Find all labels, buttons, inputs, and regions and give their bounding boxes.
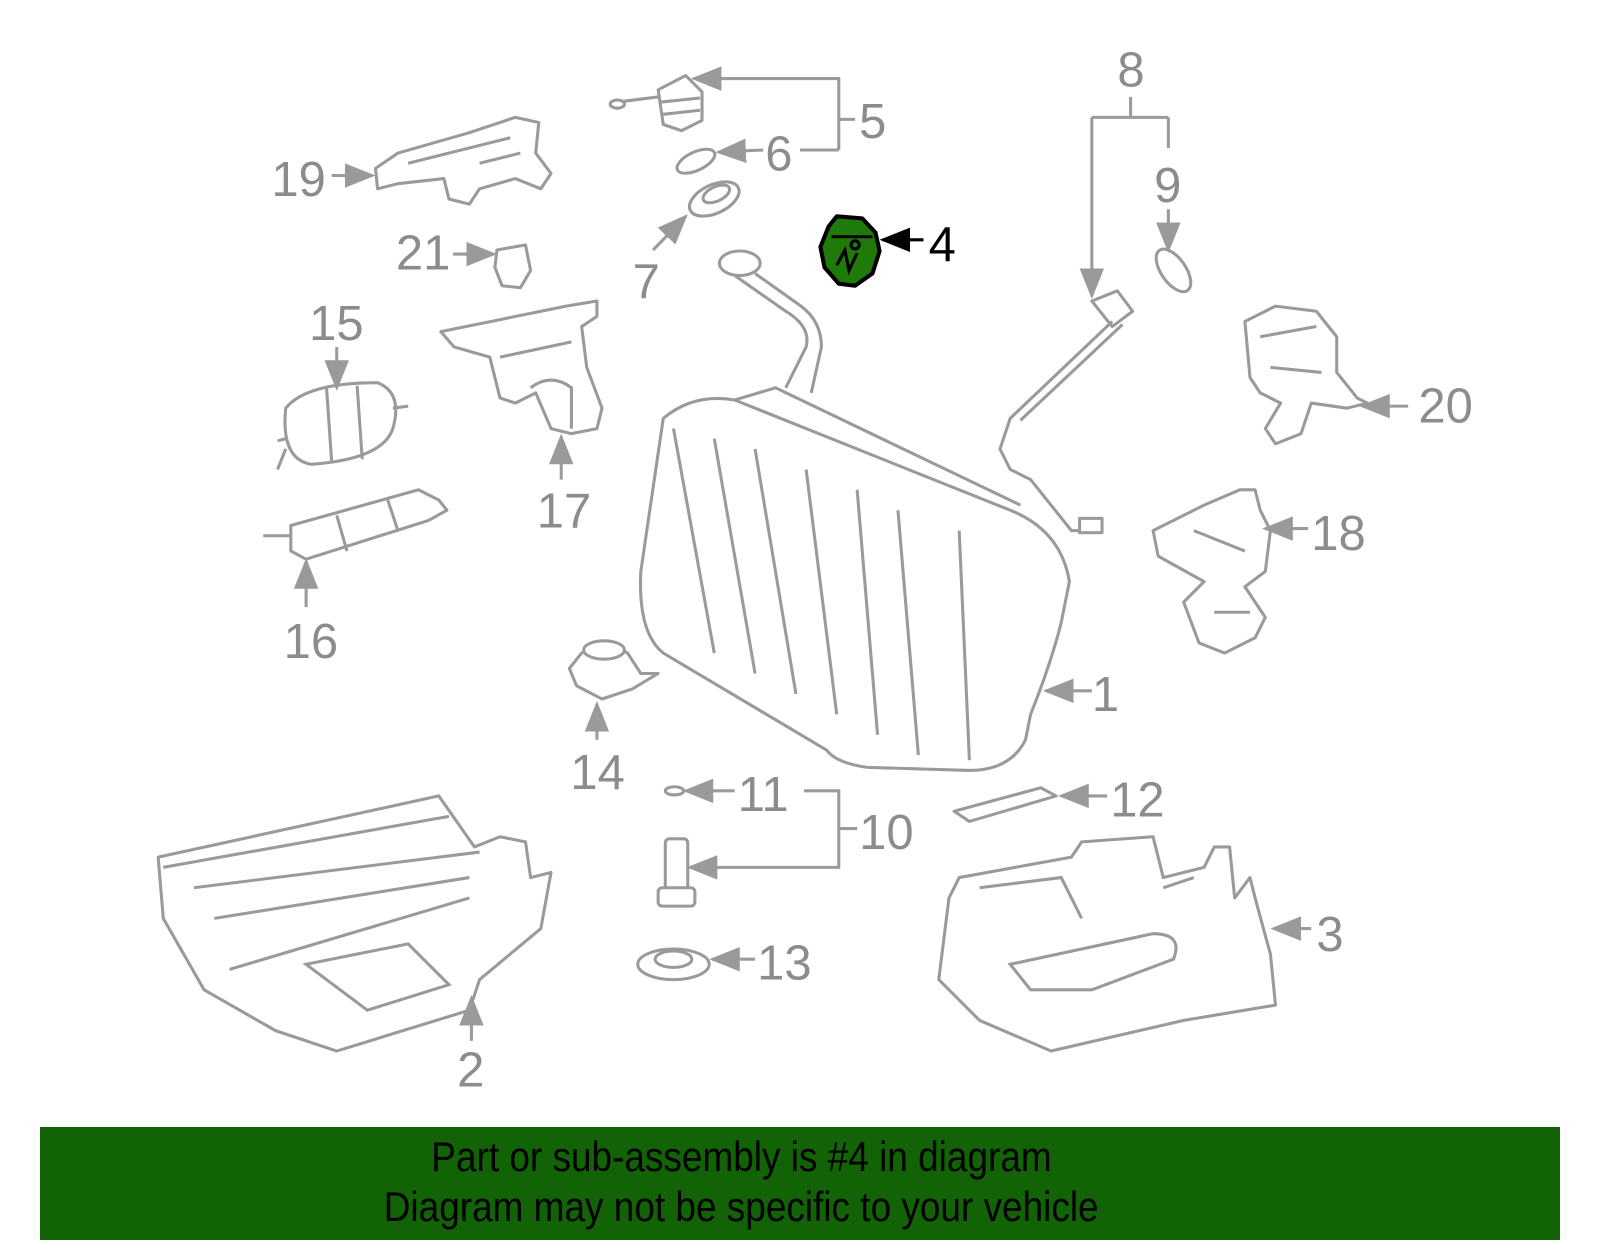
part-20-bracket[interactable] bbox=[1243, 304, 1369, 446]
part-19-bracket[interactable] bbox=[373, 115, 553, 206]
part-2-left-shield[interactable] bbox=[156, 794, 553, 1053]
callout-10[interactable]: 10 bbox=[859, 806, 913, 860]
callout-2[interactable]: 2 bbox=[457, 1044, 484, 1098]
part-15-fuel-filter[interactable] bbox=[276, 381, 409, 470]
callout-5[interactable]: 5 bbox=[859, 95, 886, 149]
part-21-grommet[interactable] bbox=[493, 243, 533, 290]
callout-13[interactable]: 13 bbox=[757, 937, 811, 991]
callout-9[interactable]: 9 bbox=[1154, 159, 1181, 213]
part-17-bracket[interactable] bbox=[439, 299, 604, 436]
part-12-pad[interactable] bbox=[952, 786, 1058, 823]
leader-lines bbox=[293, 66, 1409, 1041]
callout-6[interactable]: 6 bbox=[765, 127, 792, 181]
part-10-filter[interactable] bbox=[656, 837, 697, 908]
callout-7[interactable]: 7 bbox=[633, 255, 660, 309]
callout-8[interactable]: 8 bbox=[1117, 44, 1144, 98]
callout-21[interactable]: 21 bbox=[396, 226, 450, 280]
part-1-fuel-tank[interactable] bbox=[638, 249, 1071, 772]
callout-15[interactable]: 15 bbox=[309, 297, 363, 351]
part-9-gasket[interactable] bbox=[1149, 243, 1197, 297]
callout-12[interactable]: 12 bbox=[1110, 773, 1164, 827]
callout-19[interactable]: 19 bbox=[271, 153, 325, 207]
part-4-highlighted[interactable] bbox=[818, 214, 882, 288]
info-banner: Part or sub-assembly is #4 in diagram Di… bbox=[40, 1127, 1560, 1240]
part-5-filler-cap[interactable] bbox=[608, 73, 704, 133]
callout-17[interactable]: 17 bbox=[537, 485, 591, 539]
callout-3[interactable]: 3 bbox=[1316, 908, 1343, 962]
part-13-ring[interactable] bbox=[636, 947, 711, 982]
callout-18[interactable]: 18 bbox=[1311, 507, 1365, 561]
callout-11[interactable]: 11 bbox=[738, 768, 789, 822]
part-14-mount[interactable] bbox=[567, 639, 660, 701]
callout-16[interactable]: 16 bbox=[284, 615, 338, 669]
callout-20[interactable]: 20 bbox=[1418, 379, 1472, 433]
part-3-right-shield[interactable] bbox=[937, 835, 1278, 1053]
part-6-o-ring[interactable] bbox=[674, 144, 719, 178]
callout-14[interactable]: 14 bbox=[570, 746, 624, 800]
part-11-o-ring[interactable] bbox=[663, 785, 686, 797]
callout-1[interactable]: 1 bbox=[1092, 668, 1119, 722]
part-16-fuel-pump[interactable] bbox=[263, 488, 449, 561]
banner-line-1: Part or sub-assembly is #4 in diagram bbox=[430, 1133, 1052, 1180]
banner-line-2: Diagram may not be specific to your vehi… bbox=[383, 1183, 1099, 1230]
part-7-seal[interactable] bbox=[684, 175, 744, 223]
part-18-bracket[interactable] bbox=[1151, 488, 1272, 655]
part-8-sending-unit[interactable] bbox=[998, 289, 1135, 535]
callout-4[interactable]: 4 bbox=[929, 218, 956, 272]
